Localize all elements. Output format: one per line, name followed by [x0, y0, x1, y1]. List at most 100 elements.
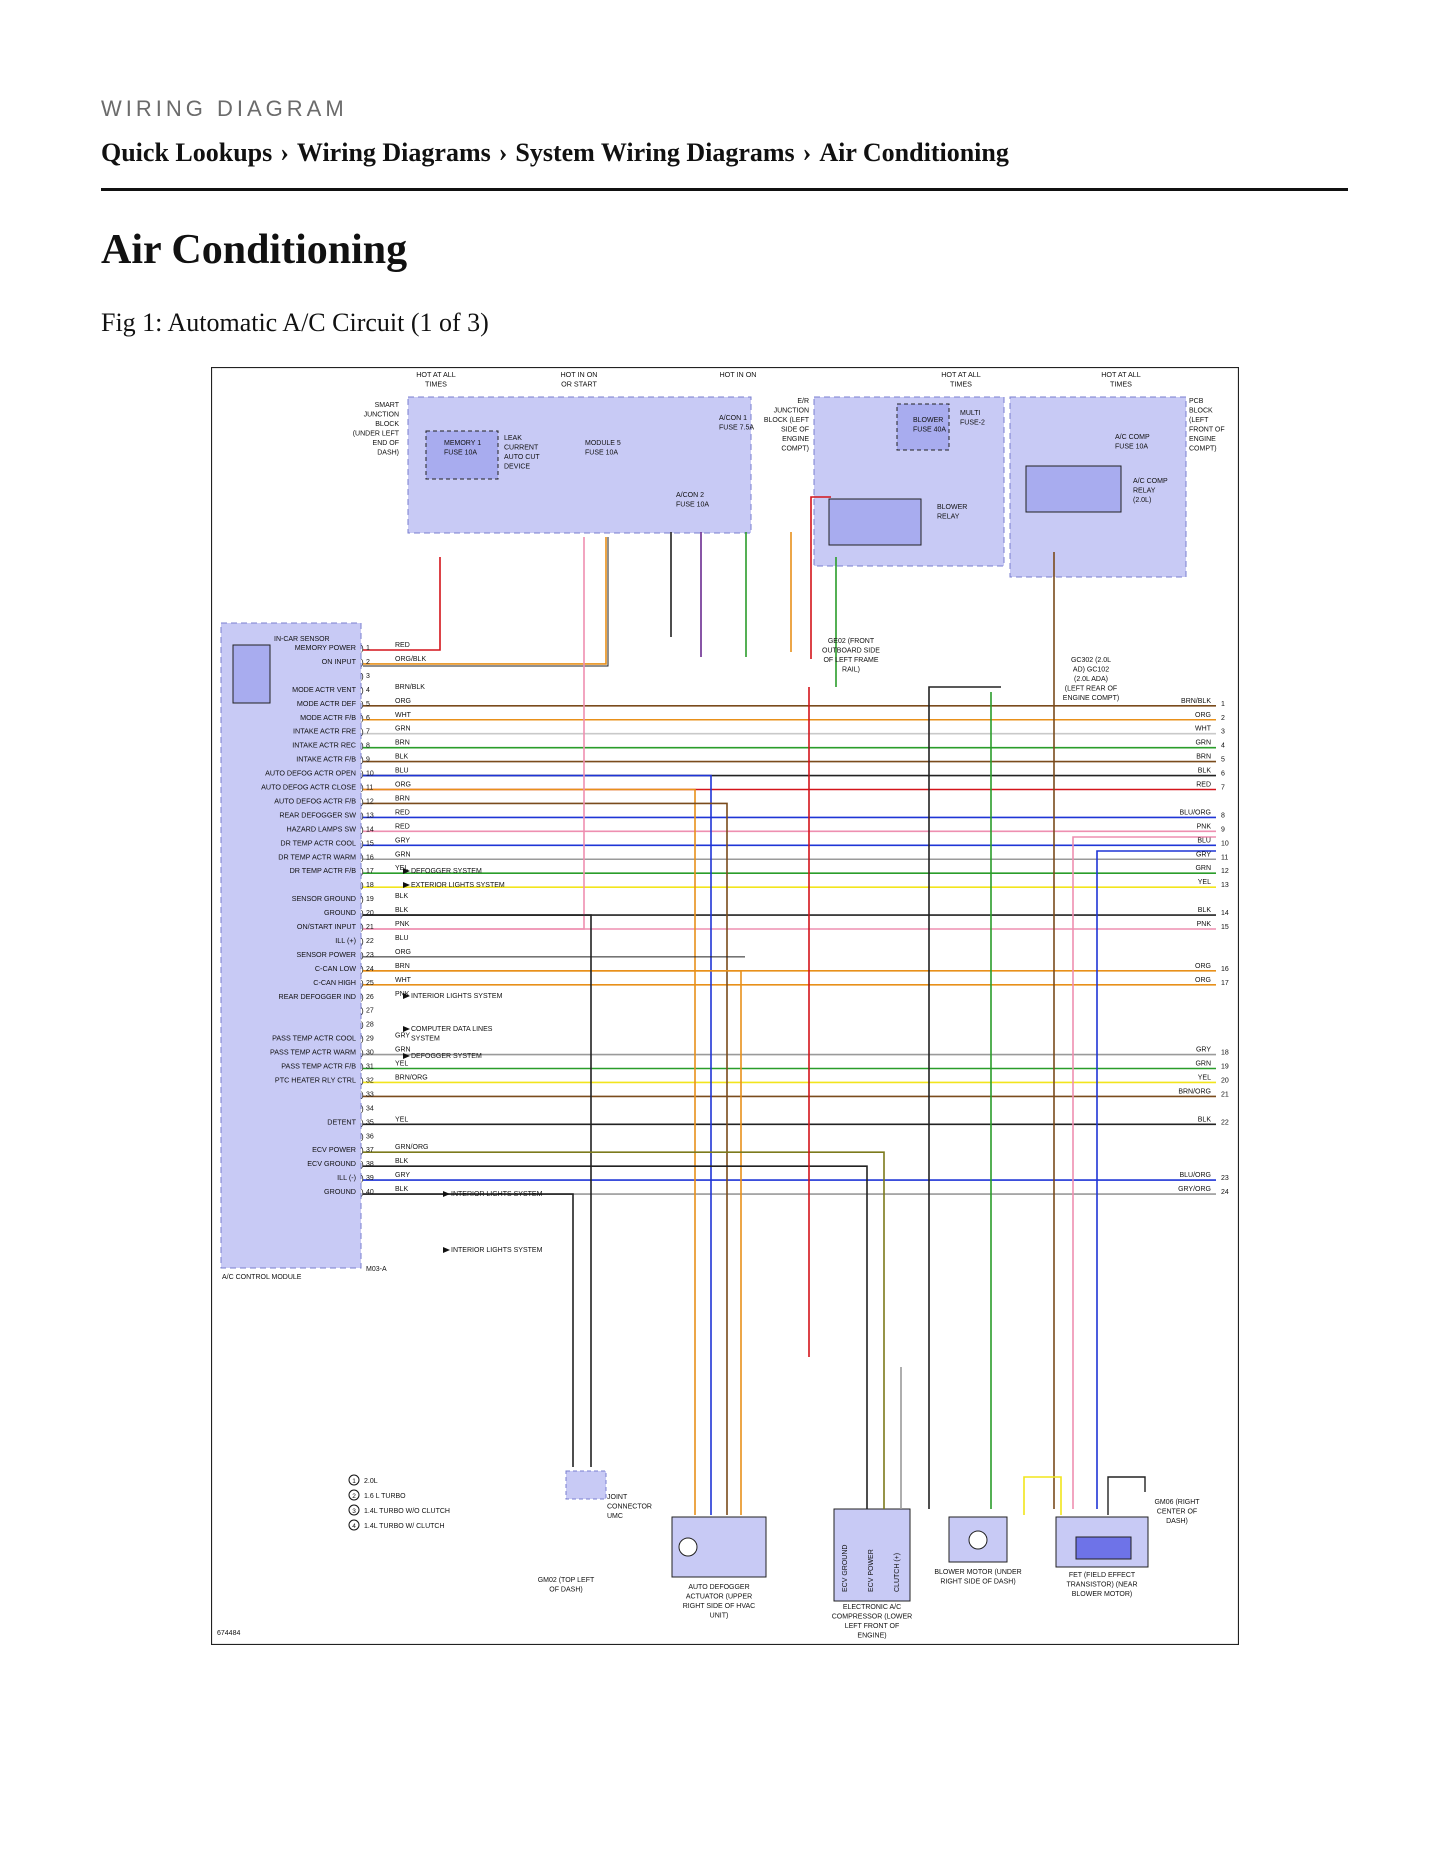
system-reference: EXTERIOR LIGHTS SYSTEM — [411, 882, 505, 889]
fuse-label: FUSE 7.5A — [719, 425, 754, 432]
legend-text: 1.6 L TURBO — [364, 1493, 406, 1500]
module-pin-connector: ) — [361, 700, 364, 709]
wire-on-input-stripe — [363, 537, 609, 667]
wire-layer — [363, 496, 1216, 1515]
module-pin-connector: ) — [361, 909, 364, 918]
module-pin-connector: ) — [361, 1021, 364, 1030]
right-pin-number: 17 — [1221, 980, 1229, 987]
fuse-label: FUSE-2 — [960, 420, 985, 427]
ground-label: DASH) — [1166, 1518, 1188, 1525]
component-label: TRANSISTOR) (NEAR — [1066, 1582, 1137, 1589]
breadcrumb-item-quick-lookups[interactable]: Quick Lookups — [101, 138, 273, 167]
legend-number: 1 — [352, 1478, 356, 1485]
right-pin-number: 20 — [1221, 1077, 1229, 1084]
module-pin-connector: ) — [361, 979, 364, 988]
module-pin-number: 27 — [366, 1008, 374, 1015]
right-pin-wire-color: BLU — [1197, 837, 1211, 844]
wire-ecv-power — [363, 1151, 885, 1509]
right-pin-number: 11 — [1221, 854, 1228, 861]
system-reference: INTERIOR LIGHTS SYSTEM — [451, 1247, 543, 1254]
right-pin-wire-color: BRN/BLK — [1181, 698, 1211, 705]
pcb-block-label: ENGINE — [1189, 436, 1216, 443]
module-pin-wire-color: ORG — [395, 782, 411, 789]
module-pin-wire-color: ORG/BLK — [395, 656, 426, 663]
right-pin-wire-color: BLU/ORG — [1179, 809, 1211, 816]
module-pin-connector: ) — [361, 839, 364, 848]
module-name: A/C CONTROL MODULE — [222, 1274, 302, 1281]
module-pin-connector: ) — [361, 1090, 364, 1099]
module-pin-number: 1 — [366, 645, 370, 652]
fuse-label: FUSE 10A — [1115, 444, 1148, 451]
module-pin-number: 40 — [366, 1189, 374, 1196]
electronic-ac-compressor — [833, 1508, 911, 1602]
module-pin-number: 2 — [366, 659, 370, 666]
right-pin-number: 3 — [1221, 729, 1225, 736]
hot-label: TIMES — [950, 380, 972, 389]
fuse-label: RELAY — [1133, 488, 1156, 495]
smart-junction-label: (UNDER LEFT — [353, 431, 400, 438]
module-pin-number: 3 — [366, 673, 370, 680]
component-label: FET (FIELD EFFECT — [1069, 1572, 1136, 1579]
pcb-block-label: PCB — [1189, 398, 1204, 405]
legend-marker-icon — [348, 1474, 360, 1486]
wire-blower-feed — [810, 496, 831, 659]
ground-label: AD) GC102 — [1073, 667, 1109, 674]
legend-number: 4 — [352, 1523, 356, 1530]
fuse-label: MULTI — [960, 410, 981, 417]
ground-label: RAIL) — [842, 667, 860, 674]
right-pin-number: 21 — [1221, 1091, 1229, 1098]
module-pin-number: 26 — [366, 994, 374, 1001]
module-pin-wire-color: YEL — [395, 865, 408, 872]
right-pin-number: 23 — [1221, 1175, 1229, 1182]
wire-defog-close — [363, 788, 696, 1515]
header-divider — [101, 188, 1348, 191]
right-pin-wire-color: BLK — [1198, 907, 1212, 914]
ground-label: GE02 (FRONT — [828, 638, 875, 645]
pcb-block-label: FRONT OF — [1189, 427, 1225, 434]
module-pin-connector: ) — [361, 770, 364, 779]
right-pin-number: 7 — [1221, 785, 1225, 792]
module-pin-number: 4 — [366, 687, 370, 694]
module-pin-wire-color: BRN — [395, 795, 410, 802]
wire-on-start — [363, 537, 585, 930]
module-pin-number: 32 — [366, 1077, 374, 1084]
smart-junction-label: END OF — [373, 440, 399, 447]
breadcrumb-item-system-wiring-diagrams[interactable]: System Wiring Diagrams — [515, 138, 795, 167]
module-pin-connector: ) — [361, 1035, 364, 1044]
hot-label: HOT IN ON — [719, 370, 756, 379]
right-pin-wire-color: GRY — [1196, 1047, 1211, 1054]
ac-comp-relay-box — [1025, 465, 1122, 513]
ac-control-module — [220, 622, 362, 1269]
fuse-label: BLOWER — [913, 417, 943, 424]
ground-label: OF DASH) — [549, 1587, 582, 1594]
module-pin-name: C-CAN HIGH — [313, 978, 356, 987]
ground-label: GM02 (TOP LEFT — [538, 1577, 595, 1584]
breadcrumb-item-wiring-diagrams[interactable]: Wiring Diagrams — [296, 138, 491, 167]
right-pin-number: 12 — [1221, 868, 1229, 875]
module-pin-wire-color: GRN — [395, 1047, 411, 1054]
module-pin-name: GROUND — [324, 1187, 356, 1196]
ground-label: ENGINE COMPT) — [1063, 695, 1119, 702]
module-pin-wire-color: GRN — [395, 726, 411, 733]
module-pin-name: HAZARD LAMPS SW — [287, 824, 357, 833]
module-pin-connector: ) — [361, 853, 364, 862]
breadcrumb-item-air-conditioning[interactable]: Air Conditioning — [819, 138, 1009, 167]
module-pin-number: 11 — [366, 785, 373, 792]
system-reference: DEFOGGER SYSTEM — [411, 1053, 482, 1060]
module-pin-connector: ) — [361, 1049, 364, 1058]
compressor-pin-label: ECV GROUND — [842, 1545, 849, 1592]
module-pin-wire-color: GRN/ORG — [395, 1144, 428, 1151]
module-pin-name: DR TEMP ACTR F/B — [290, 866, 357, 875]
blower-fuse-box — [896, 403, 950, 451]
system-reference: DEFOGGER SYSTEM — [411, 868, 482, 875]
right-pin-number: 6 — [1221, 771, 1225, 778]
module-pin-connector: ) — [361, 923, 364, 932]
wire-fet-pnk — [1072, 836, 1216, 1509]
module-pin-name: ON INPUT — [322, 657, 357, 666]
module-pin-connector: ) — [361, 1007, 364, 1016]
right-pin-number: 5 — [1221, 757, 1225, 764]
wire-defog-fb — [363, 802, 728, 1515]
module-pin-name: SENSOR GROUND — [292, 894, 356, 903]
module-pin-wire-color: ORG — [395, 698, 411, 705]
module-pin-number: 37 — [366, 1147, 374, 1154]
